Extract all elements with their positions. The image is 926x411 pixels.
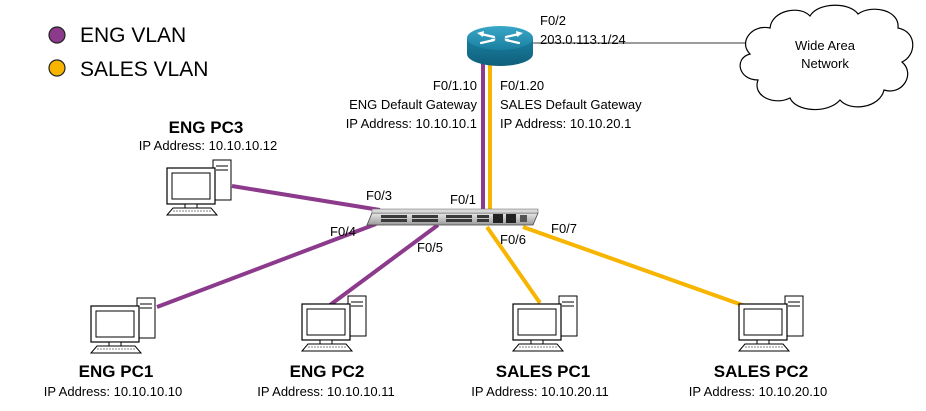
sales-pc2-name: SALES PC2	[714, 362, 808, 381]
router-sales-port: F0/1.20	[500, 78, 544, 93]
router-wan-ip: 203.0.113.1/24	[540, 32, 626, 47]
legend-sales-swatch	[48, 59, 66, 77]
eng-pc2-name: ENG PC2	[290, 362, 365, 381]
sales-pc1-ip: IP Address: 10.10.20.11	[471, 384, 609, 399]
link-eng-pc3	[231, 184, 381, 212]
pc-icon	[512, 295, 578, 352]
legend-eng-label: ENG VLAN	[80, 24, 186, 47]
router-icon	[467, 26, 533, 66]
router-eng-role: ENG Default Gateway	[349, 97, 477, 112]
switch-port-f06: F0/6	[500, 232, 526, 247]
switch-port-f01: F0/1	[450, 192, 476, 207]
pc-icon	[90, 297, 156, 354]
legend-eng-swatch	[48, 26, 66, 44]
switch-port-f03: F0/3	[366, 188, 392, 203]
pc-icon	[166, 159, 232, 216]
switch-icon	[366, 208, 539, 226]
cloud-label-line1: Wide Area	[795, 38, 856, 53]
eng-pc3-ip: IP Address: 10.10.10.12	[139, 138, 278, 153]
sales-pc2-ip: IP Address: 10.10.20.10	[689, 384, 828, 399]
legend-sales-label: SALES VLAN	[80, 58, 208, 81]
eng-pc1-ip: IP Address: 10.10.10.10	[44, 384, 183, 399]
router-eng-ip: IP Address: 10.10.10.1	[346, 116, 477, 131]
link-sales-pc2	[522, 225, 746, 308]
router-sales-ip: IP Address: 10.10.20.1	[500, 116, 631, 131]
sales-pc1-name: SALES PC1	[496, 362, 590, 381]
eng-pc3-name: ENG PC3	[169, 118, 244, 137]
eng-pc2-ip: IP Address: 10.10.10.11	[257, 384, 395, 399]
cloud-label-line2: Network	[801, 56, 849, 71]
router-wan-port: F0/2	[540, 13, 566, 28]
link-eng-pc2	[328, 223, 440, 307]
pc-icon	[301, 295, 367, 352]
link-eng-pc1	[156, 222, 377, 309]
legend: ENG VLAN SALES VLAN	[48, 24, 208, 81]
pc-icon	[738, 295, 804, 352]
link-sales-pc1	[485, 225, 542, 305]
switch-port-f04: F0/4	[330, 224, 356, 239]
cloud-icon	[739, 4, 914, 111]
switch-port-f07: F0/7	[551, 221, 577, 236]
eng-pc1-name: ENG PC1	[79, 362, 154, 381]
router-eng-port: F0/1.10	[433, 78, 477, 93]
switch-port-f05: F0/5	[417, 240, 443, 255]
router-sales-role: SALES Default Gateway	[500, 97, 642, 112]
